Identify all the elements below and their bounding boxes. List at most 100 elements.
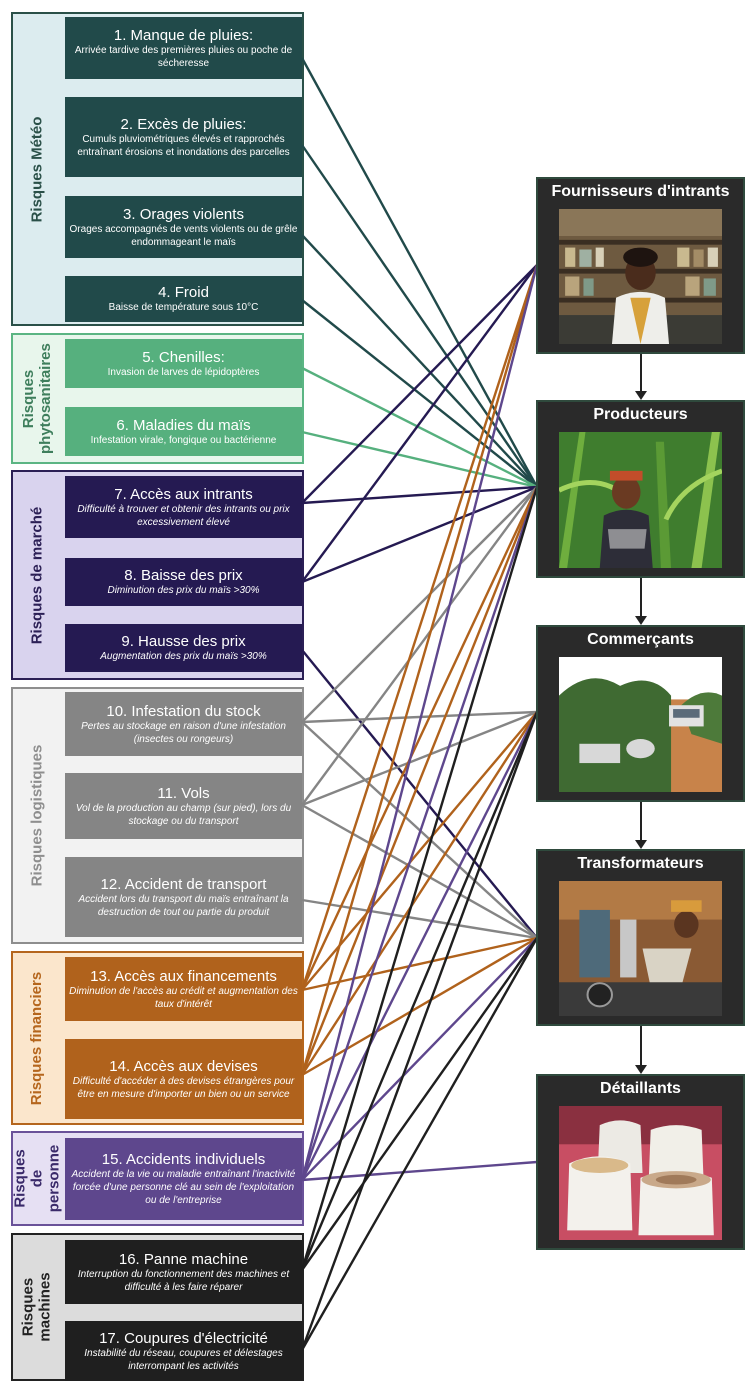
- risk-description: Pertes au stockage en raison d'une infes…: [81, 720, 286, 745]
- link-line: [300, 486, 539, 1181]
- risk-description: Interruption du fonctionnement des machi…: [77, 1268, 290, 1293]
- link-line: [300, 486, 539, 1271]
- actor-title: Fournisseurs d'intrants: [551, 183, 730, 200]
- risk-panne-machine: 16. Panne machine Interruption du foncti…: [65, 1240, 302, 1304]
- risk-chenilles: 5. Chenilles: Invasion de larves de lépi…: [65, 339, 302, 388]
- risk-coupures-electricite: 17. Coupures d'électricité Instabilité d…: [65, 1321, 302, 1381]
- risk-hausse-des-prix: 9. Hausse des prix Augmentation des prix…: [65, 624, 302, 672]
- link-line: [301, 485, 538, 505]
- link-line: [301, 430, 538, 489]
- actor-title: Détaillants: [600, 1080, 681, 1097]
- link-line: [301, 1160, 538, 1182]
- risk-manque-de-pluies: 1. Manque de pluies: Arrivée tardive des…: [65, 17, 302, 79]
- risk-title: 5. Chenilles:: [142, 348, 225, 366]
- risk-description: Infestation virale, fongique ou bactérie…: [90, 434, 277, 446]
- link-line: [301, 649, 538, 939]
- risk-exces-de-pluies: 2. Excès de pluies: Cumuls pluviométriqu…: [65, 97, 302, 177]
- mill-photo: [559, 881, 722, 1016]
- risk-description: Cumuls pluviométriques élevés et rapproc…: [77, 133, 290, 158]
- actor-title: Commerçants: [587, 631, 694, 648]
- risk-description: Accident de la vie ou maladie entraînant…: [71, 1169, 296, 1206]
- chain-arrow-head: [635, 616, 647, 625]
- actor-detaillants: Détaillants: [536, 1074, 745, 1250]
- risk-title: 9. Hausse des prix: [121, 633, 246, 650]
- risk-acces-aux-intrants: 7. Accès aux intrants Difficulté à trouv…: [65, 476, 302, 538]
- actor-title: Producteurs: [593, 406, 688, 423]
- link-line: [300, 711, 539, 1181]
- risk-title: 16. Panne machine: [118, 1250, 249, 1268]
- risk-description: Diminution de l'accès au crédit et augme…: [69, 985, 298, 1010]
- road-trade-photo: [559, 657, 722, 792]
- risk-title: 15. Accidents individuels: [101, 1151, 266, 1168]
- risk-acces-aux-financements: 13. Accès aux financements Diminution de…: [65, 957, 302, 1021]
- link-line: [301, 485, 538, 584]
- link-line: [301, 299, 538, 488]
- risk-description: Orages accompagnés de vents violents ou …: [69, 223, 298, 248]
- link-line: [300, 711, 539, 1351]
- risk-title: 6. Maladies du maïs: [116, 416, 251, 434]
- risk-title: 1. Manque de pluies:: [113, 26, 254, 44]
- risk-acces-aux-devises: 14. Accès aux devises Difficulté d'accéd…: [65, 1039, 302, 1119]
- chain-arrow-head: [635, 391, 647, 400]
- risk-title: 4. Froid: [158, 284, 209, 301]
- risk-title: 13. Accès aux financements: [90, 967, 277, 985]
- link-line: [301, 937, 538, 1271]
- link-line: [301, 234, 538, 488]
- actor-title: Transformateurs: [577, 855, 704, 872]
- risk-description: Difficulté à trouver et obtenir des intr…: [77, 503, 290, 528]
- grain-sacks-photo: [559, 1106, 722, 1240]
- risk-accidents-individuels: 15. Accidents individuels Accident de la…: [65, 1138, 302, 1220]
- link-line: [300, 486, 539, 991]
- risk-vols: 11. Vols Vol de la production au champ (…: [65, 773, 302, 839]
- risk-accident-de-transport: 12. Accident de transport Accident lors …: [65, 857, 302, 937]
- risk-title: 17. Coupures d'électricité: [99, 1329, 268, 1347]
- link-line: [300, 264, 539, 1076]
- link-line: [301, 486, 538, 806]
- link-line: [300, 264, 539, 1181]
- link-line: [301, 710, 538, 724]
- link-line: [301, 803, 538, 940]
- risk-title: 2. Excès de pluies:: [120, 115, 247, 133]
- actor-commercants: Commerçants: [536, 625, 745, 802]
- risk-title: 3. Orages violents: [123, 205, 244, 223]
- chain-arrow-head: [635, 840, 647, 849]
- risk-baisse-des-prix: 8. Baisse des prix Diminution des prix d…: [65, 558, 302, 606]
- shop-photo: [559, 209, 722, 344]
- link-line: [300, 711, 539, 1076]
- actor-producteurs: Producteurs: [536, 400, 745, 578]
- risk-description: Vol de la production au champ (sur pied)…: [75, 802, 292, 827]
- actor-fournisseurs-intrants: Fournisseurs d'intrants: [536, 177, 745, 354]
- maize-field-photo: [559, 432, 722, 568]
- link-line: [301, 264, 538, 504]
- risk-title: 10. Infestation du stock: [106, 702, 261, 720]
- link-line: [300, 486, 539, 1076]
- link-line: [301, 936, 538, 1077]
- link-line: [301, 710, 538, 807]
- chain-arrow-head: [635, 1065, 647, 1074]
- risk-froid: 4. Froid Baisse de température sous 10°C: [65, 276, 302, 322]
- risk-description: Difficulté d'accéder à des devises étran…: [72, 1075, 295, 1100]
- link-line: [300, 264, 539, 991]
- risk-description: Arrivée tardive des premières pluies ou …: [74, 44, 293, 69]
- link-line: [301, 936, 538, 992]
- link-line: [301, 144, 538, 488]
- actor-transformateurs: Transformateurs: [536, 849, 745, 1026]
- risk-maladies-du-mais: 6. Maladies du maïs Infestation virale, …: [65, 407, 302, 456]
- risk-title: 7. Accès aux intrants: [114, 485, 253, 503]
- risk-description: Invasion de larves de lépidoptères: [107, 366, 260, 378]
- link-line: [301, 486, 538, 723]
- link-line: [301, 366, 538, 489]
- risk-title: 8. Baisse des prix: [124, 567, 243, 584]
- risk-orages-violents: 3. Orages violents Orages accompagnés de…: [65, 196, 302, 258]
- risk-description: Diminution des prix du maïs >30%: [107, 585, 260, 596]
- risk-infestation-du-stock: 10. Infestation du stock Pertes au stock…: [65, 692, 302, 756]
- link-line: [300, 711, 539, 1271]
- link-line: [300, 937, 539, 1351]
- risk-title: 11. Vols: [157, 784, 210, 802]
- risk-title: 14. Accès aux devises: [109, 1057, 258, 1075]
- risk-description: Accident lors du transport du maïs entra…: [78, 893, 289, 918]
- risk-description: Instabilité du réseau, coupures et déles…: [84, 1347, 283, 1372]
- risk-description: Baisse de température sous 10°C: [108, 302, 259, 313]
- link-line: [301, 264, 538, 583]
